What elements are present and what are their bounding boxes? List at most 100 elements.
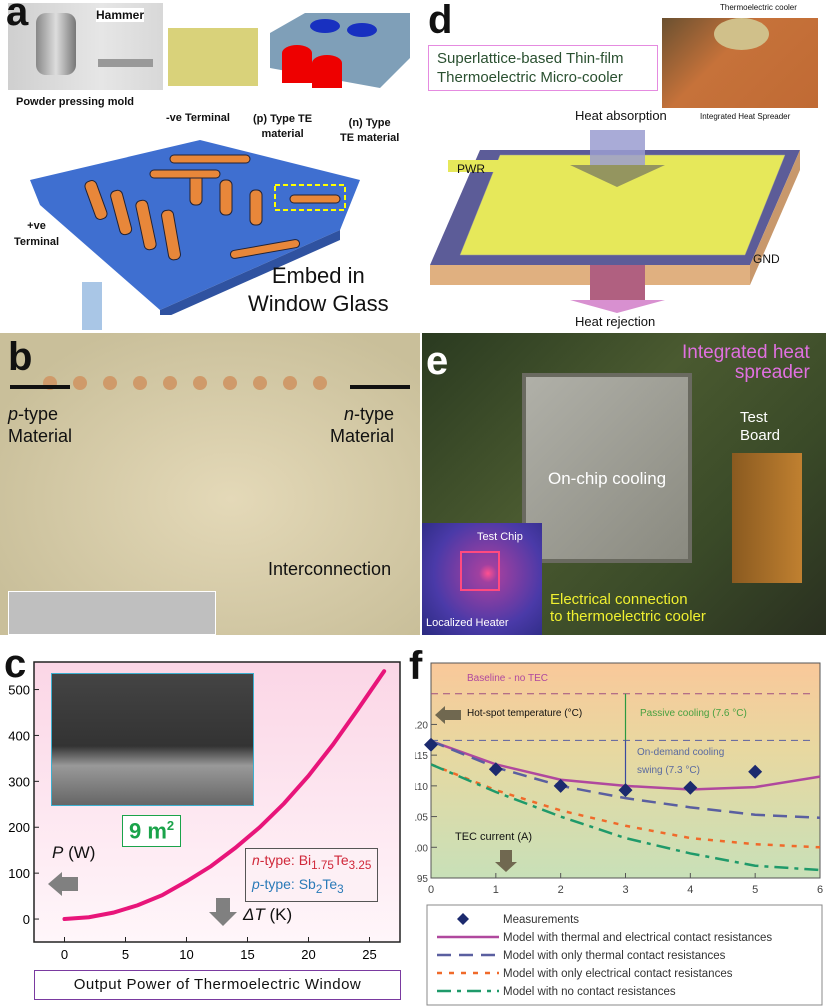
pos-terminal-line2: Terminal (14, 236, 60, 248)
y-tick-label: 0 (23, 912, 30, 927)
y-tick-label: 400 (8, 728, 30, 743)
n-sub2: 3.25 (348, 858, 372, 872)
area-badge: 9 m2 (122, 815, 182, 848)
measurement-point (424, 737, 438, 752)
measurement-point (748, 764, 763, 779)
embed-label: Embed in Window Glass (248, 262, 389, 318)
p-symbol: P (52, 843, 64, 862)
panel-b-label: b (8, 335, 33, 379)
n-italic: n (343, 404, 354, 424)
te-cooler-label: Thermoelectric cooler (720, 3, 797, 12)
x-tick-label: 0 (61, 947, 68, 960)
legend-label: Model with thermal and electrical contac… (503, 932, 772, 944)
flex-cable (732, 453, 802, 583)
electrical-line2: to thermoelectric cooler (550, 608, 706, 625)
y-tick-label: 100 (415, 843, 428, 854)
area-sup: 2 (166, 818, 175, 833)
embed-line2: Window Glass (248, 291, 389, 316)
test-board-line1: Test (740, 409, 768, 426)
ihs-line1: Integrated heat (682, 342, 810, 363)
swing-line1: On-demand cooling (637, 747, 725, 758)
micro-cooler-diagram (430, 130, 800, 313)
power-curve (62, 669, 387, 922)
panel-e-label: e (426, 339, 449, 383)
thermal-image-inset (422, 523, 542, 635)
legend-label: Measurements (503, 914, 579, 926)
hotspot-label: Hot-spot temperature (°C) (467, 708, 583, 719)
p-axis-label: P (W) (52, 843, 95, 863)
sample-photo (168, 28, 258, 86)
title-line1: Superlattice-based Thin-film (437, 50, 624, 67)
p-material-label: p-type Material (8, 403, 72, 447)
test-board-line2: Board (740, 427, 781, 444)
on-chip-label: On-chip cooling (548, 469, 667, 488)
area-value: 9 m (129, 818, 167, 844)
n-suffix: -type (354, 404, 395, 424)
x-tick-label: 3 (622, 884, 628, 896)
title-line2: Thermoelectric Micro-cooler (437, 69, 623, 86)
n-material-label: n-type Material (330, 403, 394, 447)
p-type-line1: (p) Type TE (253, 113, 313, 125)
chart-c-caption: Output Power of Thermoelectric Window (34, 970, 401, 1000)
y-tick-label: 95 (417, 874, 429, 885)
left-arrow-icon (435, 706, 445, 724)
legend-label: Model with only electrical contact resis… (503, 968, 733, 980)
left-arrow-icon (10, 385, 70, 389)
model-line-3 (430, 763, 821, 849)
heat-rejection-label: Heat rejection (575, 314, 656, 329)
n-te: Te (333, 852, 349, 868)
legend-label: Model with no contact resistances (503, 986, 676, 998)
panel-d-label: d (428, 0, 453, 42)
measurement-point (618, 783, 633, 798)
panel-f-label: f (409, 644, 423, 688)
x-tick-label: 15 (240, 947, 254, 960)
cooler-photo (662, 18, 818, 108)
down-arrow-icon (209, 912, 237, 926)
p-unit: (W) (63, 843, 96, 862)
y-tick-label: 120 (415, 720, 428, 731)
interconnection-label: Interconnection (268, 559, 392, 579)
pos-terminal-line1: +ve (27, 220, 46, 232)
y-tick-label: 200 (8, 820, 30, 835)
interconnect-inset (8, 591, 216, 635)
panel-b-photo: b p-type Material n-type Material Interc… (0, 333, 420, 635)
down-arrow-icon (495, 862, 517, 872)
p-italic: p (8, 404, 19, 424)
chip-package (522, 373, 692, 563)
electrical-connection-label: Electrical connection to thermoelectric … (550, 591, 706, 625)
x-tick-label: 1 (493, 884, 499, 896)
test-chip-label: Test Chip (477, 531, 523, 543)
n-type-line2: TE material (340, 132, 400, 144)
x-tick-label: 10 (179, 947, 193, 960)
p-italic: p (252, 875, 260, 892)
test-board-label: Test Board (740, 409, 780, 445)
model-line-4 (430, 763, 821, 872)
dt-axis-label: ΔT (K) (243, 905, 292, 925)
hammer-label: Hammer (96, 8, 145, 22)
p-type-label: (p) Type TE material (253, 112, 312, 142)
x-tick-label: 6 (817, 884, 823, 896)
passive-label: Passive cooling (7.6 °C) (640, 708, 747, 719)
n-type-line1: (n) Type (348, 117, 391, 129)
panel-e-photo: e Integrated heat spreader Test Board On… (422, 333, 826, 635)
x-tick-label: 2 (558, 884, 564, 896)
left-arrow-shaft (445, 710, 461, 720)
panel-a: a Hammer Powder pressing mold -ve Termin… (0, 0, 420, 330)
localized-heater-label: Localized Heater (426, 617, 509, 629)
panel-f: 951001051101151200123456MeasurementsMode… (409, 640, 826, 1008)
mold-label: Powder pressing mold (16, 96, 134, 108)
panel-d: d Superlattice-based Thin-film Thermoele… (420, 0, 826, 330)
n-material-word: Material (330, 426, 395, 446)
x-tick-label: 20 (301, 947, 315, 960)
p-sub2: 3 (337, 882, 344, 896)
y-tick-label: 105 (415, 813, 428, 824)
p-type-line2: material (261, 128, 304, 140)
measurement-point (553, 778, 568, 793)
p-formula: -type: Sb (259, 875, 316, 892)
ihs-label: Integrated heat spreader (682, 343, 810, 383)
down-arrow-shaft (500, 850, 512, 862)
left-arrow-icon (48, 872, 62, 896)
micro-cooler-title: Superlattice-based Thin-film Thermoelect… (428, 45, 658, 91)
y-tick-label: 500 (8, 683, 30, 698)
